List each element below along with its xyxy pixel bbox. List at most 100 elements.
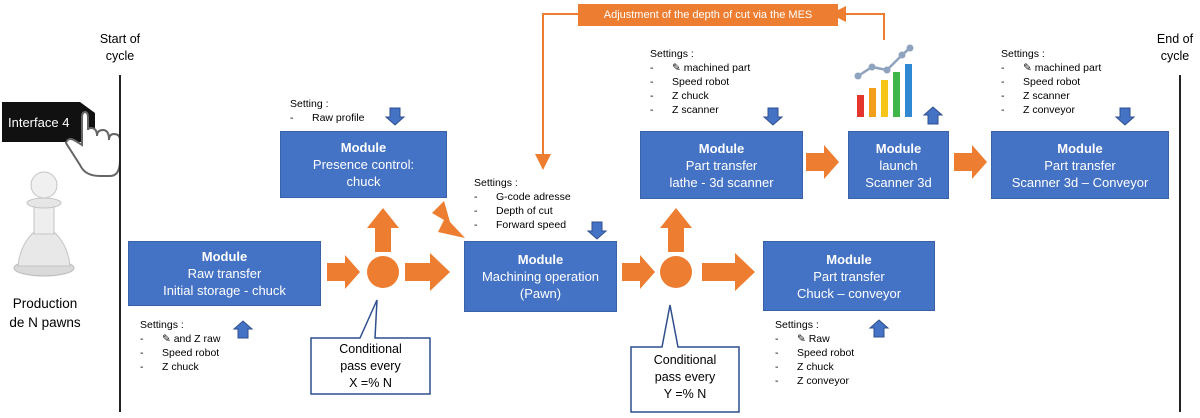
condition-line: X =% N: [349, 376, 392, 390]
module-launch-scanner[interactable]: Module launch Scanner 3d: [848, 131, 949, 199]
module-part-transfer-lathe[interactable]: Module Part transfer lathe - 3d scanner: [640, 131, 803, 199]
settings-title: Setting :: [290, 98, 329, 110]
interface-label[interactable]: Interface 4: [8, 115, 70, 130]
module-line: Part transfer: [813, 268, 885, 284]
module-line: (Pawn): [519, 286, 562, 301]
settings-presence: Setting : Raw profile: [290, 97, 390, 125]
condition-line: Y =% N: [663, 387, 707, 401]
module-line: launch: [879, 157, 918, 173]
settings-item: Speed robot: [1001, 75, 1116, 89]
module-line: lathe - 3d scanner: [669, 174, 774, 190]
module-line: Scanner 3d – Conveyor: [1011, 174, 1149, 190]
settings-title: Settings :: [474, 177, 518, 189]
blue-arrow-up-launch: [922, 106, 944, 125]
module-title: Module: [875, 140, 922, 156]
decision-node-2: [660, 256, 692, 288]
settings-item: ✎ and Z raw: [140, 332, 250, 346]
feedback-line: [830, 6, 885, 40]
module-part-transfer-chuck[interactable]: Module Part transfer Chuck – conveyor: [763, 241, 935, 311]
param-icon: ✎: [797, 333, 809, 345]
module-line: Part transfer: [685, 157, 758, 173]
arrow-raw-to-node1: [327, 255, 360, 289]
settings-item: Raw profile: [290, 111, 390, 125]
settings-item: ✎ Raw: [775, 332, 875, 346]
settings-item: Z conveyor: [1001, 103, 1116, 117]
arrow-launch-to-scanner: [954, 145, 987, 179]
module-machining[interactable]: Module Machining operation (Pawn): [464, 241, 617, 312]
start-cycle-line-1: Start of: [99, 32, 141, 46]
start-cycle-label: Start of cycle: [85, 31, 155, 65]
blue-arrow-down-scanner: [1114, 107, 1136, 126]
module-line: Raw transfer: [187, 266, 262, 281]
condition-y-callout: Conditional pass every Y =% N: [631, 352, 739, 403]
settings-title: Settings :: [1001, 48, 1045, 60]
arrow-lathe-to-launch: [806, 145, 839, 179]
settings-raw-transfer: Settings : ✎ and Z raw Speed robot Z chu…: [140, 318, 250, 374]
settings-item: ✎ machined part: [1001, 61, 1116, 75]
feedback-label: Adjustment of the depth of cut via the M…: [603, 9, 813, 21]
interface-tab: [2, 102, 95, 142]
end-cycle-line-2: cycle: [1160, 49, 1190, 63]
module-line: Scanner 3d: [865, 174, 932, 190]
module-line: Chuck – conveyor: [796, 285, 902, 301]
settings-item: ✎ machined part: [650, 61, 765, 75]
settings-item: Z chuck: [775, 360, 875, 374]
settings-item: Z chuck: [140, 360, 250, 374]
module-part-transfer-scanner[interactable]: Module Part transfer Scanner 3d – Convey…: [991, 131, 1169, 199]
module-line: Machining operation: [481, 269, 600, 284]
blue-arrow-down-lathe: [762, 107, 784, 126]
hand-cursor-icon: [64, 110, 121, 177]
param-icon: ✎: [1023, 62, 1035, 74]
production-line-1: Production: [12, 296, 78, 311]
param-icon: ✎: [162, 333, 174, 345]
blue-arrow-down-machining: [586, 221, 608, 240]
module-title: Module: [201, 249, 248, 264]
module-line: Part transfer: [1044, 157, 1116, 173]
condition-x-callout: Conditional pass every X =% N: [311, 341, 430, 392]
module-line: Initial storage - chuck: [163, 283, 286, 298]
arrow-node1-up: [367, 208, 399, 252]
settings-item: G-code adresse: [474, 190, 589, 204]
settings-item: Depth of cut: [474, 204, 589, 218]
module-presence-control[interactable]: Module Presence control: chuck: [280, 131, 447, 198]
settings-chuck-conveyor: Settings : ✎ Raw Speed robot Z chuck Z c…: [775, 318, 875, 388]
settings-item: Speed robot: [140, 346, 250, 360]
settings-item: Z conveyor: [775, 374, 875, 388]
settings-title: Settings :: [140, 319, 184, 331]
settings-item: Speed robot: [775, 346, 875, 360]
chart-icon: [854, 44, 914, 117]
condition-line: pass every: [340, 359, 401, 373]
feedback-line-left: [535, 13, 578, 170]
settings-item: Forward speed: [474, 218, 589, 232]
settings-item: Z scanner: [650, 103, 765, 117]
settings-lathe: Settings : ✎ machined part Speed robot Z…: [650, 47, 765, 117]
feedback-label-box: Adjustment of the depth of cut via the M…: [578, 4, 838, 26]
flow-arrows: [327, 145, 987, 291]
settings-machining: Settings : G-code adresse Depth of cut F…: [474, 176, 589, 232]
module-line: Presence control:: [312, 157, 415, 172]
param-icon: ✎: [672, 62, 684, 74]
settings-scanner-conveyor: Settings : ✎ machined part Speed robot Z…: [1001, 47, 1116, 117]
settings-item: Speed robot: [650, 75, 765, 89]
end-cycle-label: End of cycle: [1150, 31, 1200, 65]
condition-line: Conditional: [339, 342, 402, 356]
callout-x-shape: [310, 299, 431, 395]
module-raw-transfer[interactable]: Module Raw transfer Initial storage - ch…: [128, 241, 321, 306]
module-title: Module: [340, 140, 387, 155]
module-title: Module: [517, 252, 564, 267]
settings-item: Z scanner: [1001, 89, 1116, 103]
arrow-node2-up: [660, 208, 692, 252]
settings-title: Settings :: [650, 48, 694, 60]
end-cycle-line-1: End of: [1156, 32, 1194, 46]
settings-title: Settings :: [775, 319, 819, 331]
arrow-machining-to-node2: [622, 255, 655, 289]
callout-y-shape: [630, 304, 740, 413]
decision-node-1: [367, 256, 399, 288]
module-title: Module: [826, 251, 872, 267]
start-cycle-line-2: cycle: [105, 49, 135, 63]
module-line: chuck: [346, 174, 381, 189]
production-label: Production de N pawns: [2, 294, 88, 332]
production-line-2: de N pawns: [9, 315, 81, 330]
module-title: Module: [698, 140, 745, 156]
